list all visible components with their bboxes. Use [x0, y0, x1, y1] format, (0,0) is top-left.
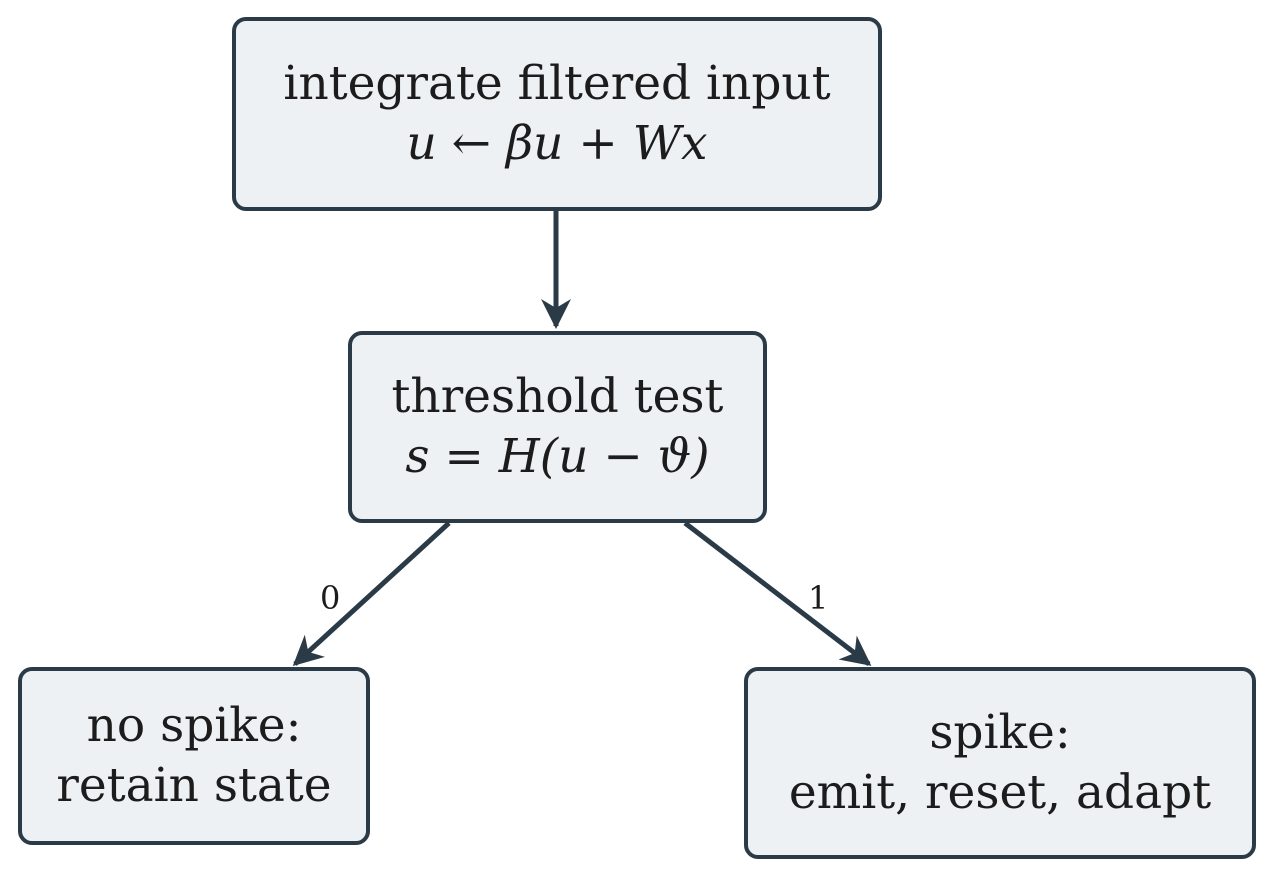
no-spike-node-line1: no spike:: [86, 698, 302, 753]
integrate-node-formula: u ← βu + Wx: [406, 116, 708, 171]
threshold-node-formula: s = H(u − ϑ): [405, 429, 710, 484]
edge-threshold-to-spike: [683, 521, 872, 666]
spike-node: spike: emit, reset, adapt: [744, 667, 1256, 859]
edge-label-one: 1: [808, 579, 829, 617]
spike-node-line1: spike:: [929, 705, 1071, 760]
edge-label-zero: 0: [320, 579, 341, 617]
spike-node-line2: emit, reset, adapt: [788, 765, 1212, 820]
integrate-node-title: integrate filtered input: [283, 56, 831, 111]
threshold-node: threshold test s = H(u − ϑ): [348, 331, 767, 523]
threshold-node-title: threshold test: [391, 369, 724, 424]
no-spike-node: no spike: retain state: [18, 667, 370, 845]
no-spike-node-line2: retain state: [56, 758, 332, 813]
integrate-node: integrate filtered input u ← βu + Wx: [232, 17, 882, 211]
edge-threshold-to-no-spike: [292, 521, 451, 667]
